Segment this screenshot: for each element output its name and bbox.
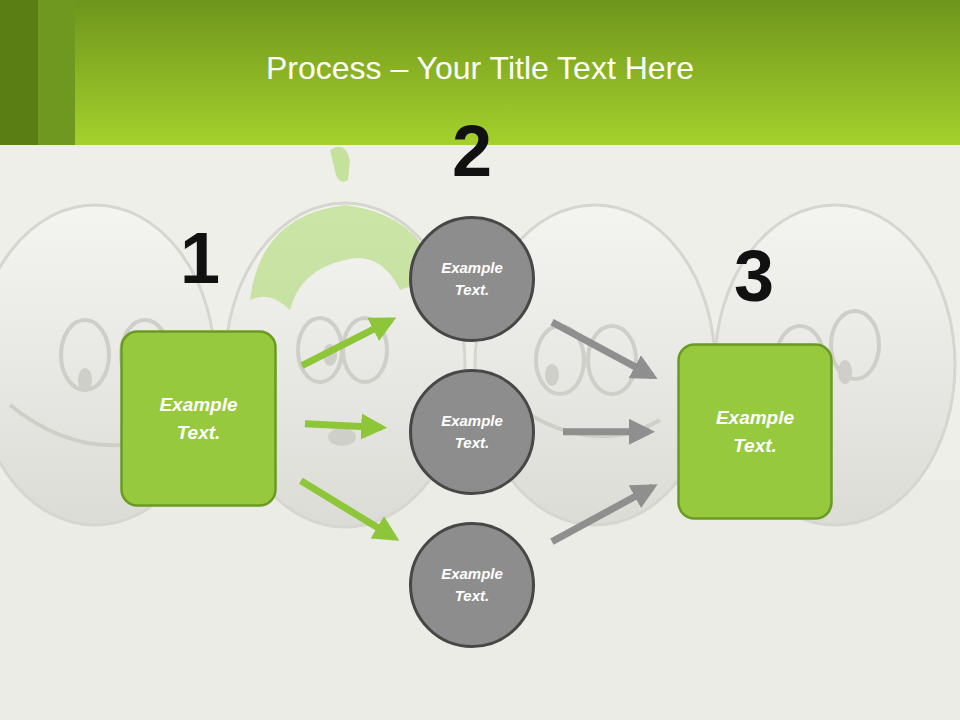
node-text: Example Text. [427, 563, 517, 607]
process-circle: Example Text. [409, 216, 535, 342]
flow-arrow [305, 424, 381, 428]
shape-fill [679, 345, 832, 519]
circle-outline [409, 369, 535, 495]
flow-arrow [301, 481, 394, 538]
box-outline [677, 343, 833, 520]
shape-fill [411, 371, 534, 494]
flow-arrow [552, 487, 652, 541]
node-text: Example Text. [700, 404, 810, 459]
shape-fill [122, 332, 276, 506]
step-number: 2 [422, 115, 522, 187]
node-text: Example Text. [427, 257, 517, 301]
process-circle: Example Text. [409, 369, 535, 495]
shape-fill [411, 218, 534, 341]
circle-outline [409, 522, 535, 648]
node-text: Example Text. [427, 410, 517, 454]
flow-arrow [563, 428, 649, 435]
step-number: 1 [150, 222, 250, 294]
box-outline [120, 330, 277, 507]
circle-outline [409, 216, 535, 342]
process-box: Example Text. [120, 330, 277, 507]
shape-fill [411, 524, 534, 647]
process-box: Example Text. [677, 343, 833, 520]
slide-title: Process – Your Title Text Here [90, 50, 870, 87]
step-number: 3 [704, 240, 804, 312]
flow-arrow [302, 320, 391, 365]
flow-arrow [552, 322, 652, 376]
node-text: Example Text. [144, 391, 254, 446]
process-circle: Example Text. [409, 522, 535, 648]
